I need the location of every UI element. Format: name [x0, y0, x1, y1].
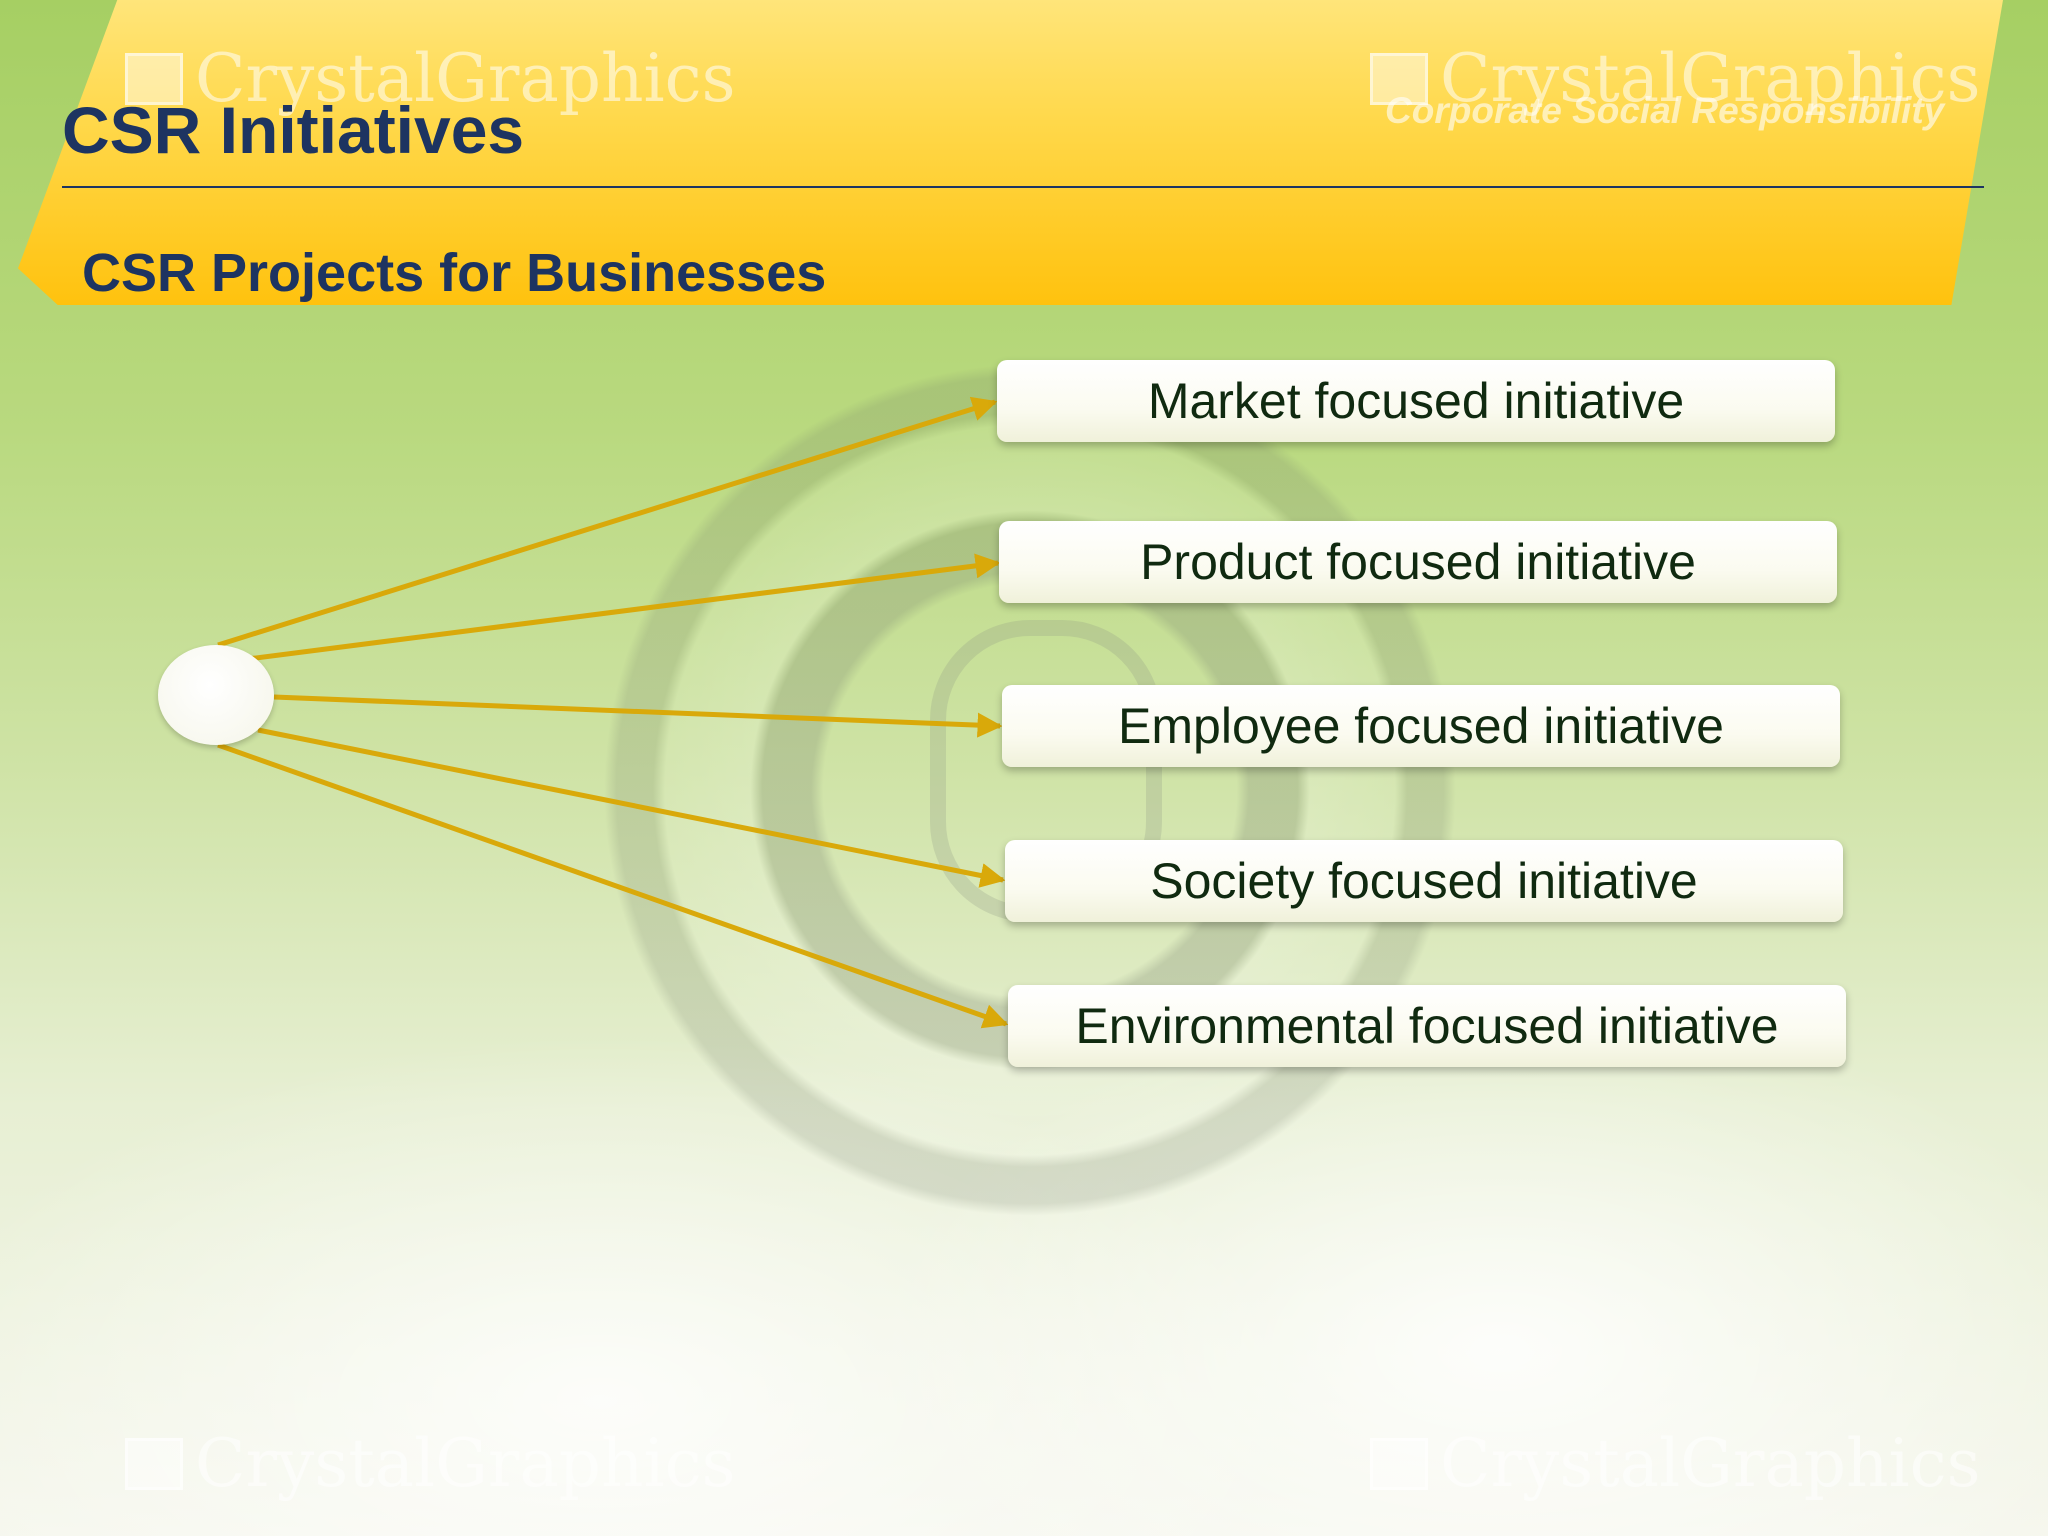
watermark-top-left: CrystalGraphics: [125, 40, 736, 117]
watermark-text: CrystalGraphics: [1440, 40, 1981, 117]
node-employee: Employee focused initiative: [1002, 685, 1840, 767]
watermark-bottom-left: CrystalGraphics: [125, 1425, 736, 1502]
arrow-environmental: [217, 742, 1009, 1029]
background-emblem-icon: [600, 360, 1460, 1220]
watermark-logo-icon: [125, 1437, 183, 1490]
watermark-text: CrystalGraphics: [195, 40, 736, 117]
title-divider: [62, 186, 1984, 188]
header-band: [18, 0, 2003, 305]
node-product: Product focused initiative: [999, 521, 1837, 603]
slide-subtitle: CSR Projects for Businesses: [82, 243, 827, 303]
node-market: Market focused initiative: [997, 360, 1835, 442]
watermark-logo-icon: [1370, 1437, 1428, 1490]
watermark-bottom-right: CrystalGraphics: [1370, 1425, 1981, 1502]
arrow-market: [217, 396, 998, 648]
arrow-society: [257, 727, 1006, 888]
watermark-top-right: CrystalGraphics: [1370, 40, 1981, 117]
watermark-logo-icon: [1370, 52, 1428, 105]
arrow-product: [239, 553, 1001, 663]
arrow-employee: [273, 694, 1003, 738]
node-environmental: Environmental focused initiative: [1008, 985, 1846, 1067]
watermark-text: CrystalGraphics: [1440, 1425, 1981, 1502]
node-society: Society focused initiative: [1005, 840, 1843, 922]
central-hub-node: [158, 645, 274, 745]
slide-tagline: Corporate Social Responsibility: [1385, 90, 1945, 131]
watermark-text: CrystalGraphics: [195, 1425, 736, 1502]
watermark-logo-icon: [125, 52, 183, 105]
slide-title: CSR Initiatives: [62, 93, 525, 167]
